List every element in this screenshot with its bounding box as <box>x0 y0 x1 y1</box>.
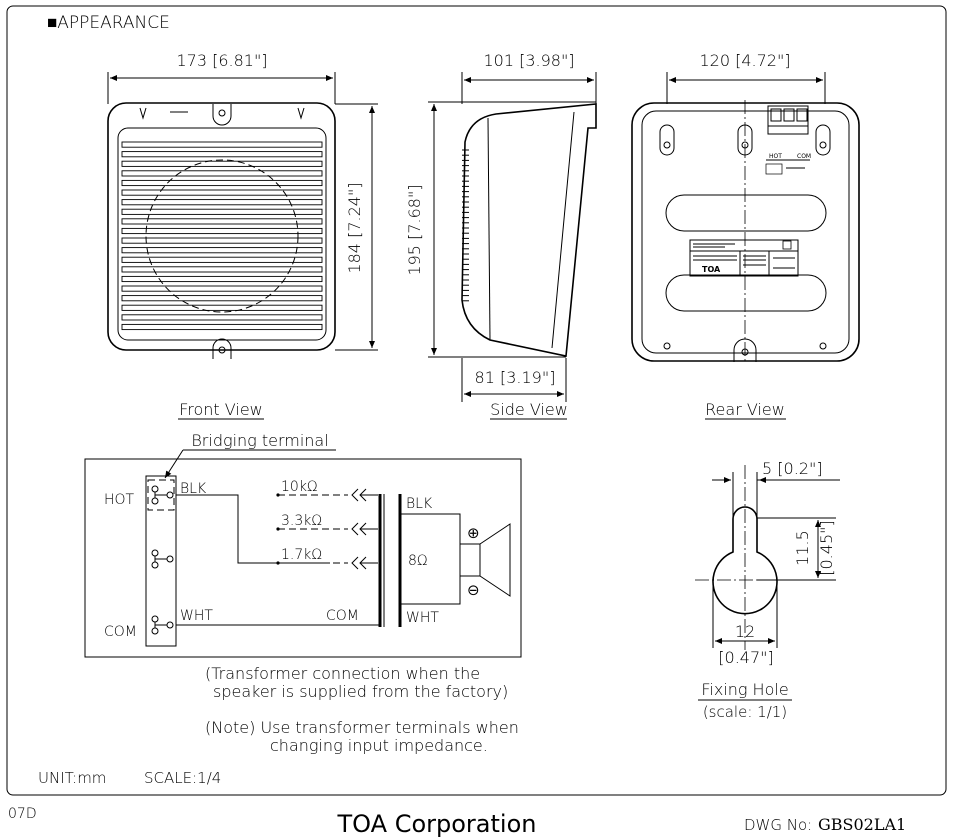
grille-slot <box>121 323 323 331</box>
grille-slot <box>121 218 323 225</box>
dwg-number: GBS02LA1 <box>818 815 906 834</box>
bottom-fixing-hole <box>212 338 232 359</box>
grille-slot <box>121 247 323 254</box>
wiring-diagram-frame <box>84 458 522 658</box>
front-view-label: Front View <box>179 400 263 419</box>
speaker-symbol-box <box>459 543 481 577</box>
grille-slot <box>121 151 323 158</box>
speaker-body-rear <box>631 102 860 362</box>
note-line2: changing input impedance. <box>270 736 488 755</box>
side-bottom-depth-dimension: 81 [3.19"] <box>475 368 556 387</box>
drawing-border <box>6 5 947 796</box>
front-height-dimension: 184 [7.24"] <box>345 182 364 273</box>
unit-label: UNIT:mm <box>38 769 106 787</box>
grille-slot <box>121 160 323 167</box>
rear-bottom-keyhole <box>733 338 757 362</box>
speaker-impedance-label: 8Ω <box>408 553 428 569</box>
hot-label: HOT <box>104 492 135 508</box>
fixing-hole-title: Fixing Hole <box>701 680 788 699</box>
terminal-com <box>151 615 174 635</box>
rear-com-label: COM <box>797 153 811 160</box>
hole-height-in: [0.45"] <box>817 520 836 575</box>
dwg-number-label: DWG No: <box>744 816 812 834</box>
terminal-middle <box>151 549 174 569</box>
front-grille-frame <box>117 127 327 341</box>
side-depth-dimension: 101 [3.98"] <box>483 51 574 70</box>
speaker-body-front <box>107 102 336 351</box>
wht-left-label: WHT <box>180 608 213 624</box>
grille-slot <box>121 208 323 215</box>
wiring-diagram: Bridging terminal HOT COM BLK WHT 10kΩ 3… <box>84 431 522 658</box>
fixing-hole-scale: (scale: 1/1) <box>703 703 787 721</box>
speaker-cone-outline <box>145 159 299 313</box>
plus-symbol: ⊕ <box>467 524 480 542</box>
slot-width-dimension: 5 [0.2"] <box>762 459 823 478</box>
rear-slot-lower <box>665 274 827 312</box>
side-view-label: Side View <box>490 400 568 419</box>
grille-slot <box>121 295 323 302</box>
rear-view-label: Rear View <box>705 400 785 419</box>
bridging-terminal-label: Bridging terminal <box>191 431 328 450</box>
grille-slot <box>121 304 323 311</box>
section-title: ■APPEARANCE <box>47 13 170 33</box>
fixing-hole-detail: 5 [0.2"] 11.5 [0.45"] 12 [0.47"] Fixing … <box>695 459 840 721</box>
grille-slot <box>121 189 323 196</box>
grille-slot <box>121 179 323 187</box>
factory-note-line1: (Transformer connection when the <box>205 664 480 683</box>
front-view: 173 [6.81"] 184 [7.24"] Front View <box>107 51 378 420</box>
side-height-dimension: 195 [7.68"] <box>405 184 424 275</box>
grille-slot <box>121 141 323 148</box>
tap-3k3-label: 3.3kΩ <box>281 513 322 529</box>
hole-height-mm: 11.5 <box>793 530 812 566</box>
rear-width-dimension: 120 [4.72"] <box>699 51 790 70</box>
tap-1k7-label: 1.7kΩ <box>281 547 322 563</box>
note-line1: (Note) Use transformer terminals when <box>205 718 519 737</box>
side-profile <box>461 103 597 357</box>
grille-slot <box>121 256 323 263</box>
speaker-symbol-cone <box>479 523 511 597</box>
side-grille-teeth <box>462 149 469 302</box>
company-name: TOA Corporation <box>337 810 537 838</box>
fixing-hole-outline <box>712 506 778 615</box>
com-label: COM <box>104 624 137 640</box>
front-grille-slots <box>121 141 323 331</box>
grille-slot <box>121 285 323 292</box>
rear-view: 120 [4.72"] HOT COM <box>631 51 860 420</box>
top-fixing-hole <box>212 104 232 126</box>
rear-spec-label: TOA <box>689 239 799 277</box>
terminal-hot <box>151 485 174 505</box>
blk-left-label: BLK <box>180 481 207 497</box>
grille-slot <box>121 314 323 321</box>
hole-diameter-in: [0.47"] <box>718 648 773 667</box>
tap-10k-label: 10kΩ <box>281 479 318 495</box>
side-view: 101 [3.98"] 195 [7.68"] 81 [3.19"] Side … <box>405 51 597 420</box>
wht-right-label: WHT <box>406 610 439 626</box>
rear-hot-label: HOT <box>769 153 782 160</box>
blk-right-label: BLK <box>406 496 433 512</box>
rear-slot-upper <box>665 194 827 232</box>
front-width-dimension: 173 [6.81"] <box>176 51 267 70</box>
rear-brand-label: TOA <box>702 265 721 274</box>
grille-slot <box>121 266 323 273</box>
terminal-strip <box>145 475 177 647</box>
factory-note-line2: speaker is supplied from the factory) <box>213 682 508 701</box>
com-tap-label: COM <box>326 608 359 624</box>
scale-label: SCALE:1/4 <box>144 769 221 787</box>
grille-slot <box>121 199 323 206</box>
grille-slot <box>121 275 323 283</box>
grille-slot <box>121 237 323 244</box>
drawing-code: 07D <box>8 806 37 822</box>
hole-diameter-mm: 12 <box>735 622 755 641</box>
grille-slot <box>121 227 323 235</box>
rear-terminal-block: HOT COM <box>765 105 811 175</box>
grille-slot <box>121 170 323 177</box>
minus-symbol: ⊖ <box>467 581 480 599</box>
